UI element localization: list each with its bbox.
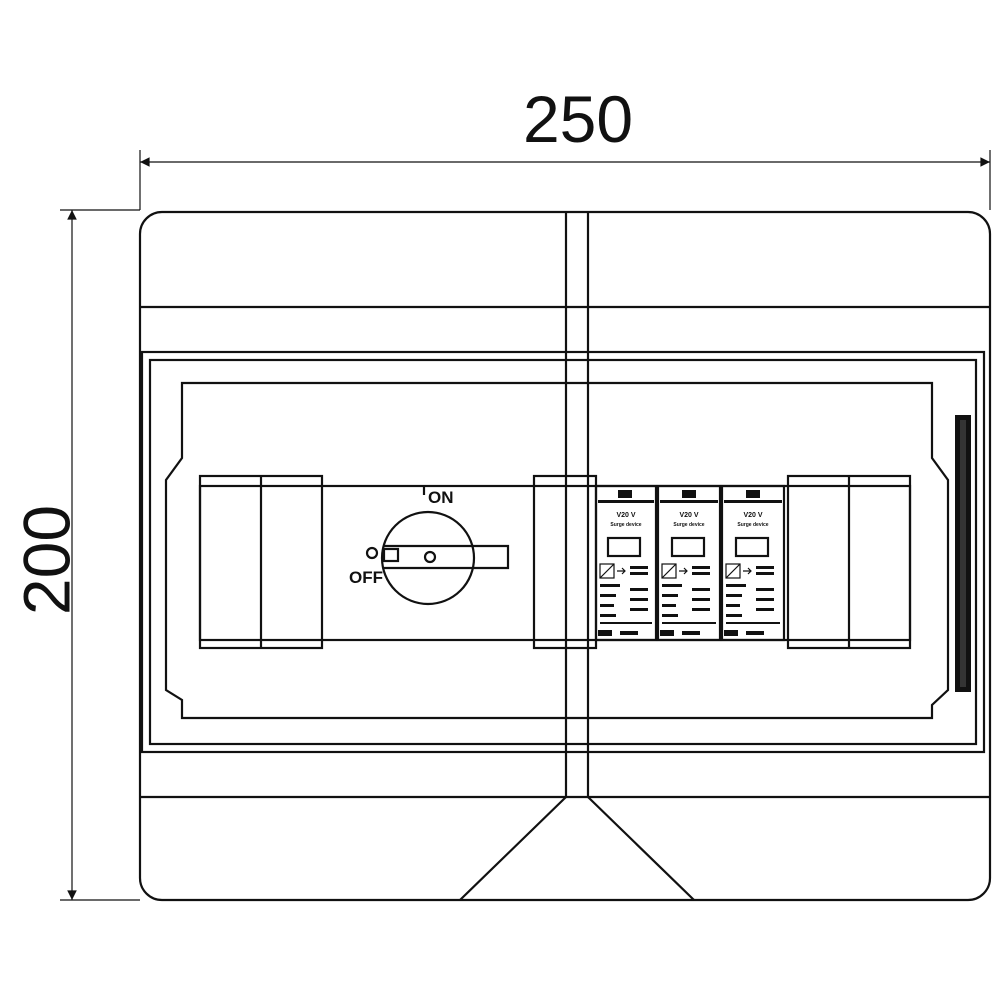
door-latch-bar xyxy=(955,415,971,692)
rotary-isolator-switch[interactable]: OFF ON xyxy=(349,486,510,606)
height-label: 200 xyxy=(9,505,83,615)
switch-dial xyxy=(380,510,476,606)
window-outer xyxy=(140,350,986,754)
blank-cover-left xyxy=(198,474,324,650)
spd-status-window xyxy=(606,536,642,558)
spd-model: Surge device xyxy=(610,522,641,528)
bottom-v-shape xyxy=(459,796,695,901)
height-dimension: 200 xyxy=(9,209,140,901)
off-indicator-icon xyxy=(365,546,379,560)
spd-module-2: V20 V Surge device xyxy=(656,484,722,642)
spd-model: Surge device xyxy=(737,522,768,528)
din-rail xyxy=(198,484,912,642)
width-dimension: 250 xyxy=(139,82,991,210)
spd-voltage: V20 V xyxy=(616,512,635,519)
spd-model: Surge device xyxy=(673,522,704,528)
blank-cover-right xyxy=(786,474,912,650)
enclosure-body xyxy=(138,210,992,902)
spd-voltage: V20 V xyxy=(743,512,762,519)
width-label: 250 xyxy=(523,82,633,156)
on-label: ON xyxy=(428,488,454,507)
window-frame xyxy=(140,350,986,754)
window-inner xyxy=(148,358,978,746)
spd-module-1: V20 V Surge device xyxy=(594,484,658,642)
spd-status-window xyxy=(734,536,770,558)
spd-status-window xyxy=(670,536,706,558)
handle-slot xyxy=(382,547,400,563)
switch-handle[interactable] xyxy=(383,544,510,570)
door-latch[interactable] xyxy=(955,415,971,692)
door-panel xyxy=(164,381,950,720)
handle-pivot xyxy=(423,550,437,564)
off-label: OFF xyxy=(349,568,383,587)
spd-voltage: V20 V xyxy=(679,512,698,519)
spd-module-3: V20 V Surge device xyxy=(720,484,786,642)
